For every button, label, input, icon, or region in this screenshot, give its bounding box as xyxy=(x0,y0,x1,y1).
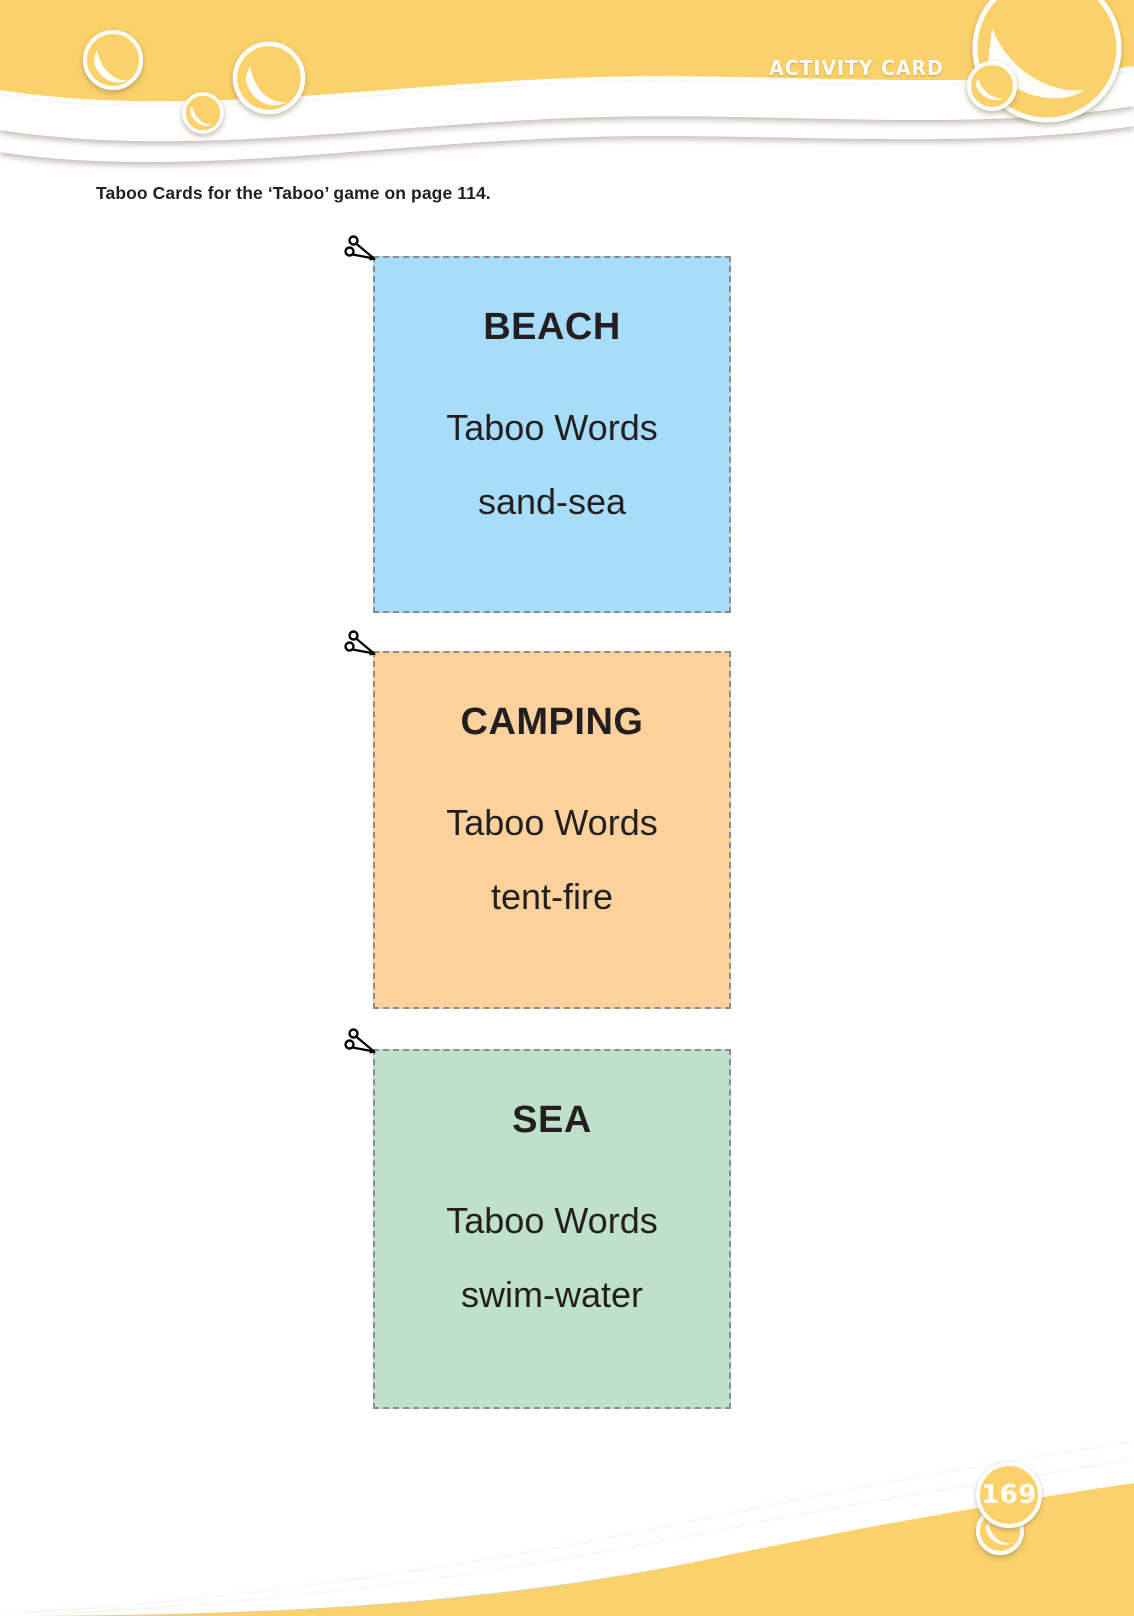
activity-card-label: ACTIVITY CARD xyxy=(769,56,944,80)
card-title: SEA xyxy=(512,1099,592,1141)
taboo-card-beach[interactable]: BEACH Taboo Words sand-sea xyxy=(373,256,731,613)
taboo-card-camping[interactable]: CAMPING Taboo Words tent-fire xyxy=(373,651,731,1009)
header-decoration: ACTIVITY CARD xyxy=(0,0,1134,175)
card-subtitle: Taboo Words xyxy=(446,407,658,448)
card-title: BEACH xyxy=(483,306,621,348)
card-subtitle: Taboo Words xyxy=(446,1200,658,1241)
instruction-text: Taboo Cards for the ‘Taboo’ game on page… xyxy=(96,183,491,203)
card-taboo-words: sand-sea xyxy=(477,481,627,522)
card-subtitle: Taboo Words xyxy=(446,802,658,843)
taboo-card-sea[interactable]: SEA Taboo Words swim-water xyxy=(373,1049,731,1409)
footer-decoration: 169 xyxy=(0,1401,1134,1616)
card-taboo-words: tent-fire xyxy=(490,876,614,917)
card-taboo-words: swim-water xyxy=(460,1274,643,1315)
page-number-badge: 169 xyxy=(976,1462,1042,1528)
card-title: CAMPING xyxy=(460,701,644,743)
